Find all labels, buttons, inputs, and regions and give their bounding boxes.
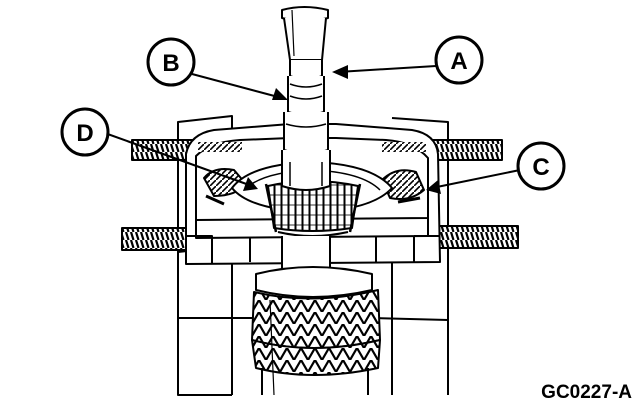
- input-shaft: [281, 6, 331, 295]
- callout-a: A: [434, 35, 484, 85]
- callout-d: D: [60, 107, 110, 157]
- gear-cluster: [251, 266, 381, 396]
- leader-lines: [101, 65, 521, 189]
- callout-b: B: [146, 37, 196, 87]
- callout-a-label: A: [450, 48, 467, 75]
- callout-b-label: B: [162, 50, 179, 77]
- callout-c: C: [516, 141, 566, 191]
- leader-arrowheads: [243, 65, 441, 194]
- callout-d-label: D: [76, 120, 93, 147]
- figure-code: GC0227-A: [541, 382, 632, 403]
- callout-c-label: C: [532, 154, 549, 181]
